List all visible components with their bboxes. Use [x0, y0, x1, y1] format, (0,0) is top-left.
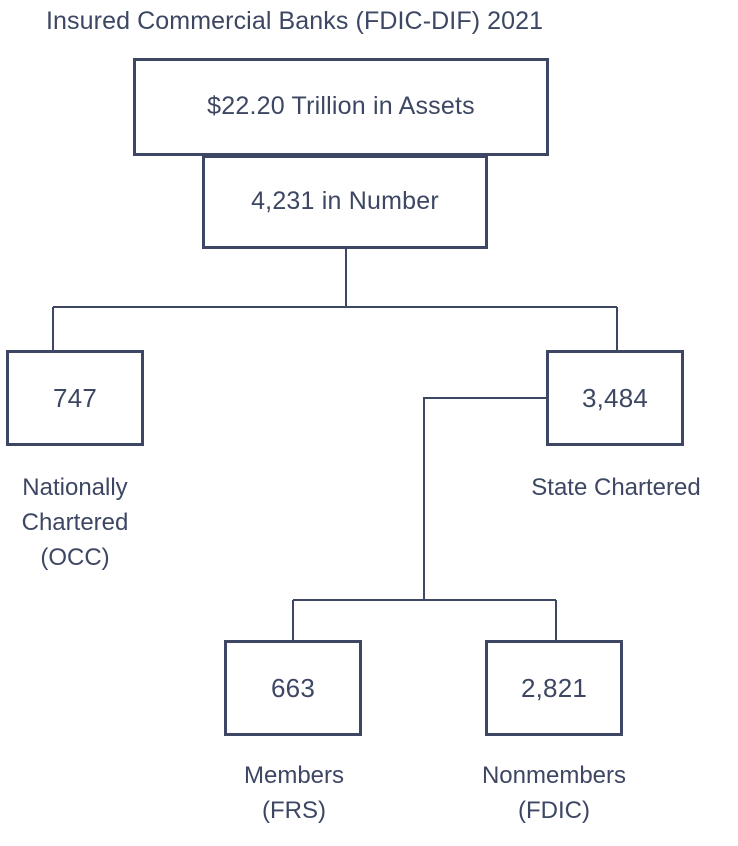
node-total-assets: $22.20 Trillion in Assets: [133, 58, 549, 156]
caption-nationally-chartered-line3: (OCC): [40, 544, 110, 571]
node-total-assets-value: $22.20 Trillion in Assets: [207, 92, 475, 121]
caption-nationally-chartered-line1: Nationally: [22, 474, 128, 501]
caption-nationally-chartered: Nationally Chartered (OCC): [0, 470, 150, 575]
caption-members-line1: Members: [243, 762, 345, 789]
caption-state-chartered-line1: State Chartered: [531, 474, 701, 501]
node-total-number-value: 4,231 in Number: [251, 187, 439, 216]
page-title: Insured Commercial Banks (FDIC-DIF) 2021: [46, 7, 544, 35]
caption-nonmembers: Nonmembers (FDIC): [452, 758, 656, 828]
caption-members: Members (FRS): [205, 758, 383, 828]
node-nonmembers: 2,821: [485, 640, 623, 736]
node-nationally-chartered: 747: [6, 350, 144, 446]
caption-nonmembers-line1: Nonmembers: [481, 762, 627, 789]
node-state-chartered-value: 3,484: [581, 382, 649, 413]
caption-members-line2: (FRS): [262, 797, 326, 824]
caption-nationally-chartered-line2: Chartered: [21, 509, 129, 536]
node-members: 663: [224, 640, 362, 736]
node-members-value: 663: [271, 672, 315, 703]
node-nonmembers-value: 2,821: [520, 672, 588, 703]
caption-state-chartered: State Chartered: [500, 470, 732, 505]
node-total-number: 4,231 in Number: [202, 155, 488, 249]
node-state-chartered: 3,484: [546, 350, 684, 446]
caption-nonmembers-line2: (FDIC): [518, 797, 590, 824]
node-nationally-chartered-value: 747: [53, 382, 97, 413]
